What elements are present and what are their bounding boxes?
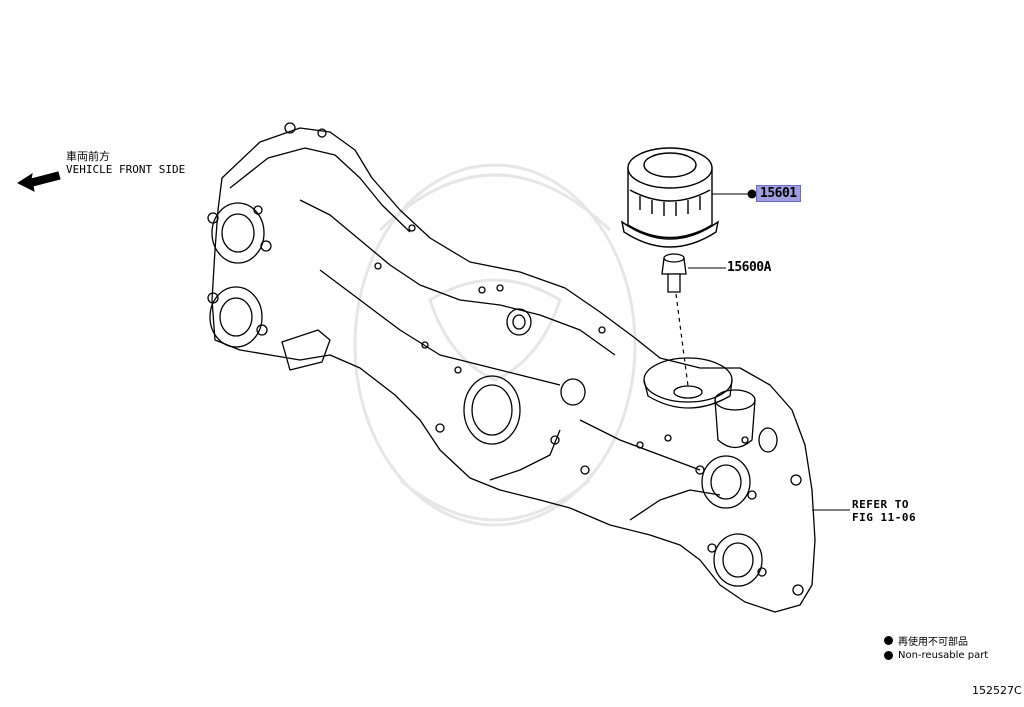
oil-filter-drawing [620,147,720,248]
refer-to-figure[interactable]: REFER TO FIG 11-06 [852,498,916,524]
vehicle-front-label: 車両前方 VEHICLE FRONT SIDE [66,150,185,176]
callout-oil-filter[interactable]: 15601 [756,185,801,202]
refer-line-2: FIG 11-06 [852,511,917,524]
legend-row-en: Non-reusable part [884,650,988,661]
install-dashed-line [675,293,689,387]
leader-lines [688,193,850,511]
engine-case [207,122,816,613]
vehicle-front-label-en: VEHICLE FRONT SIDE [66,163,186,176]
legend-row-jp: 再使用不可部品 [884,633,968,648]
callout-union-bolt[interactable]: 15600A [727,260,771,275]
legend-text-jp: 再使用不可部品 [898,637,968,648]
union-bolt-drawing [661,253,687,293]
refer-line-1: REFER TO [852,498,909,511]
legend-text-en: Non-reusable part [898,650,989,661]
legend-dot-icon [884,651,893,660]
vehicle-front-label-jp: 車両前方 [66,150,110,163]
non-reusable-dot-icon [747,189,757,199]
front-arrow-icon [16,171,61,192]
watermark-emblem [353,163,637,527]
figure-code: 152527C [972,684,1022,697]
legend-dot-icon [884,636,893,645]
